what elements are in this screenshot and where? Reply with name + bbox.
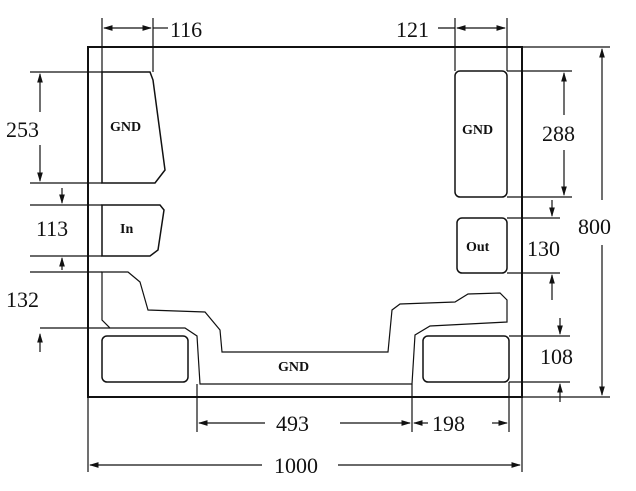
bottom-right-pad <box>422 335 510 383</box>
dim-label-121: 121 <box>396 17 429 42</box>
dim-label-493: 493 <box>276 411 309 436</box>
bottom-left-pad <box>101 335 189 383</box>
gnd-bottom-label: GND <box>278 360 309 375</box>
dim-label-130: 130 <box>527 236 560 261</box>
dim-label-113: 113 <box>36 216 68 241</box>
gnd-left-label: GND <box>110 120 141 135</box>
dim-label-253: 253 <box>6 117 39 142</box>
dim-label-800: 800 <box>578 214 611 239</box>
gnd-bottom-trace <box>101 271 508 385</box>
dim-label-1000: 1000 <box>274 453 318 478</box>
dim-label-116: 116 <box>170 17 202 42</box>
dim-label-132: 132 <box>6 287 39 312</box>
out-pad <box>456 217 508 274</box>
in-label: In <box>120 222 133 237</box>
dim-label-288: 288 <box>542 121 575 146</box>
out-label: Out <box>466 240 490 255</box>
gnd-right-pad <box>454 70 508 198</box>
dim-label-198: 198 <box>432 411 465 436</box>
dim-label-108: 108 <box>540 344 573 369</box>
board-outline <box>87 46 523 398</box>
gnd-right-label: GND <box>462 123 493 138</box>
